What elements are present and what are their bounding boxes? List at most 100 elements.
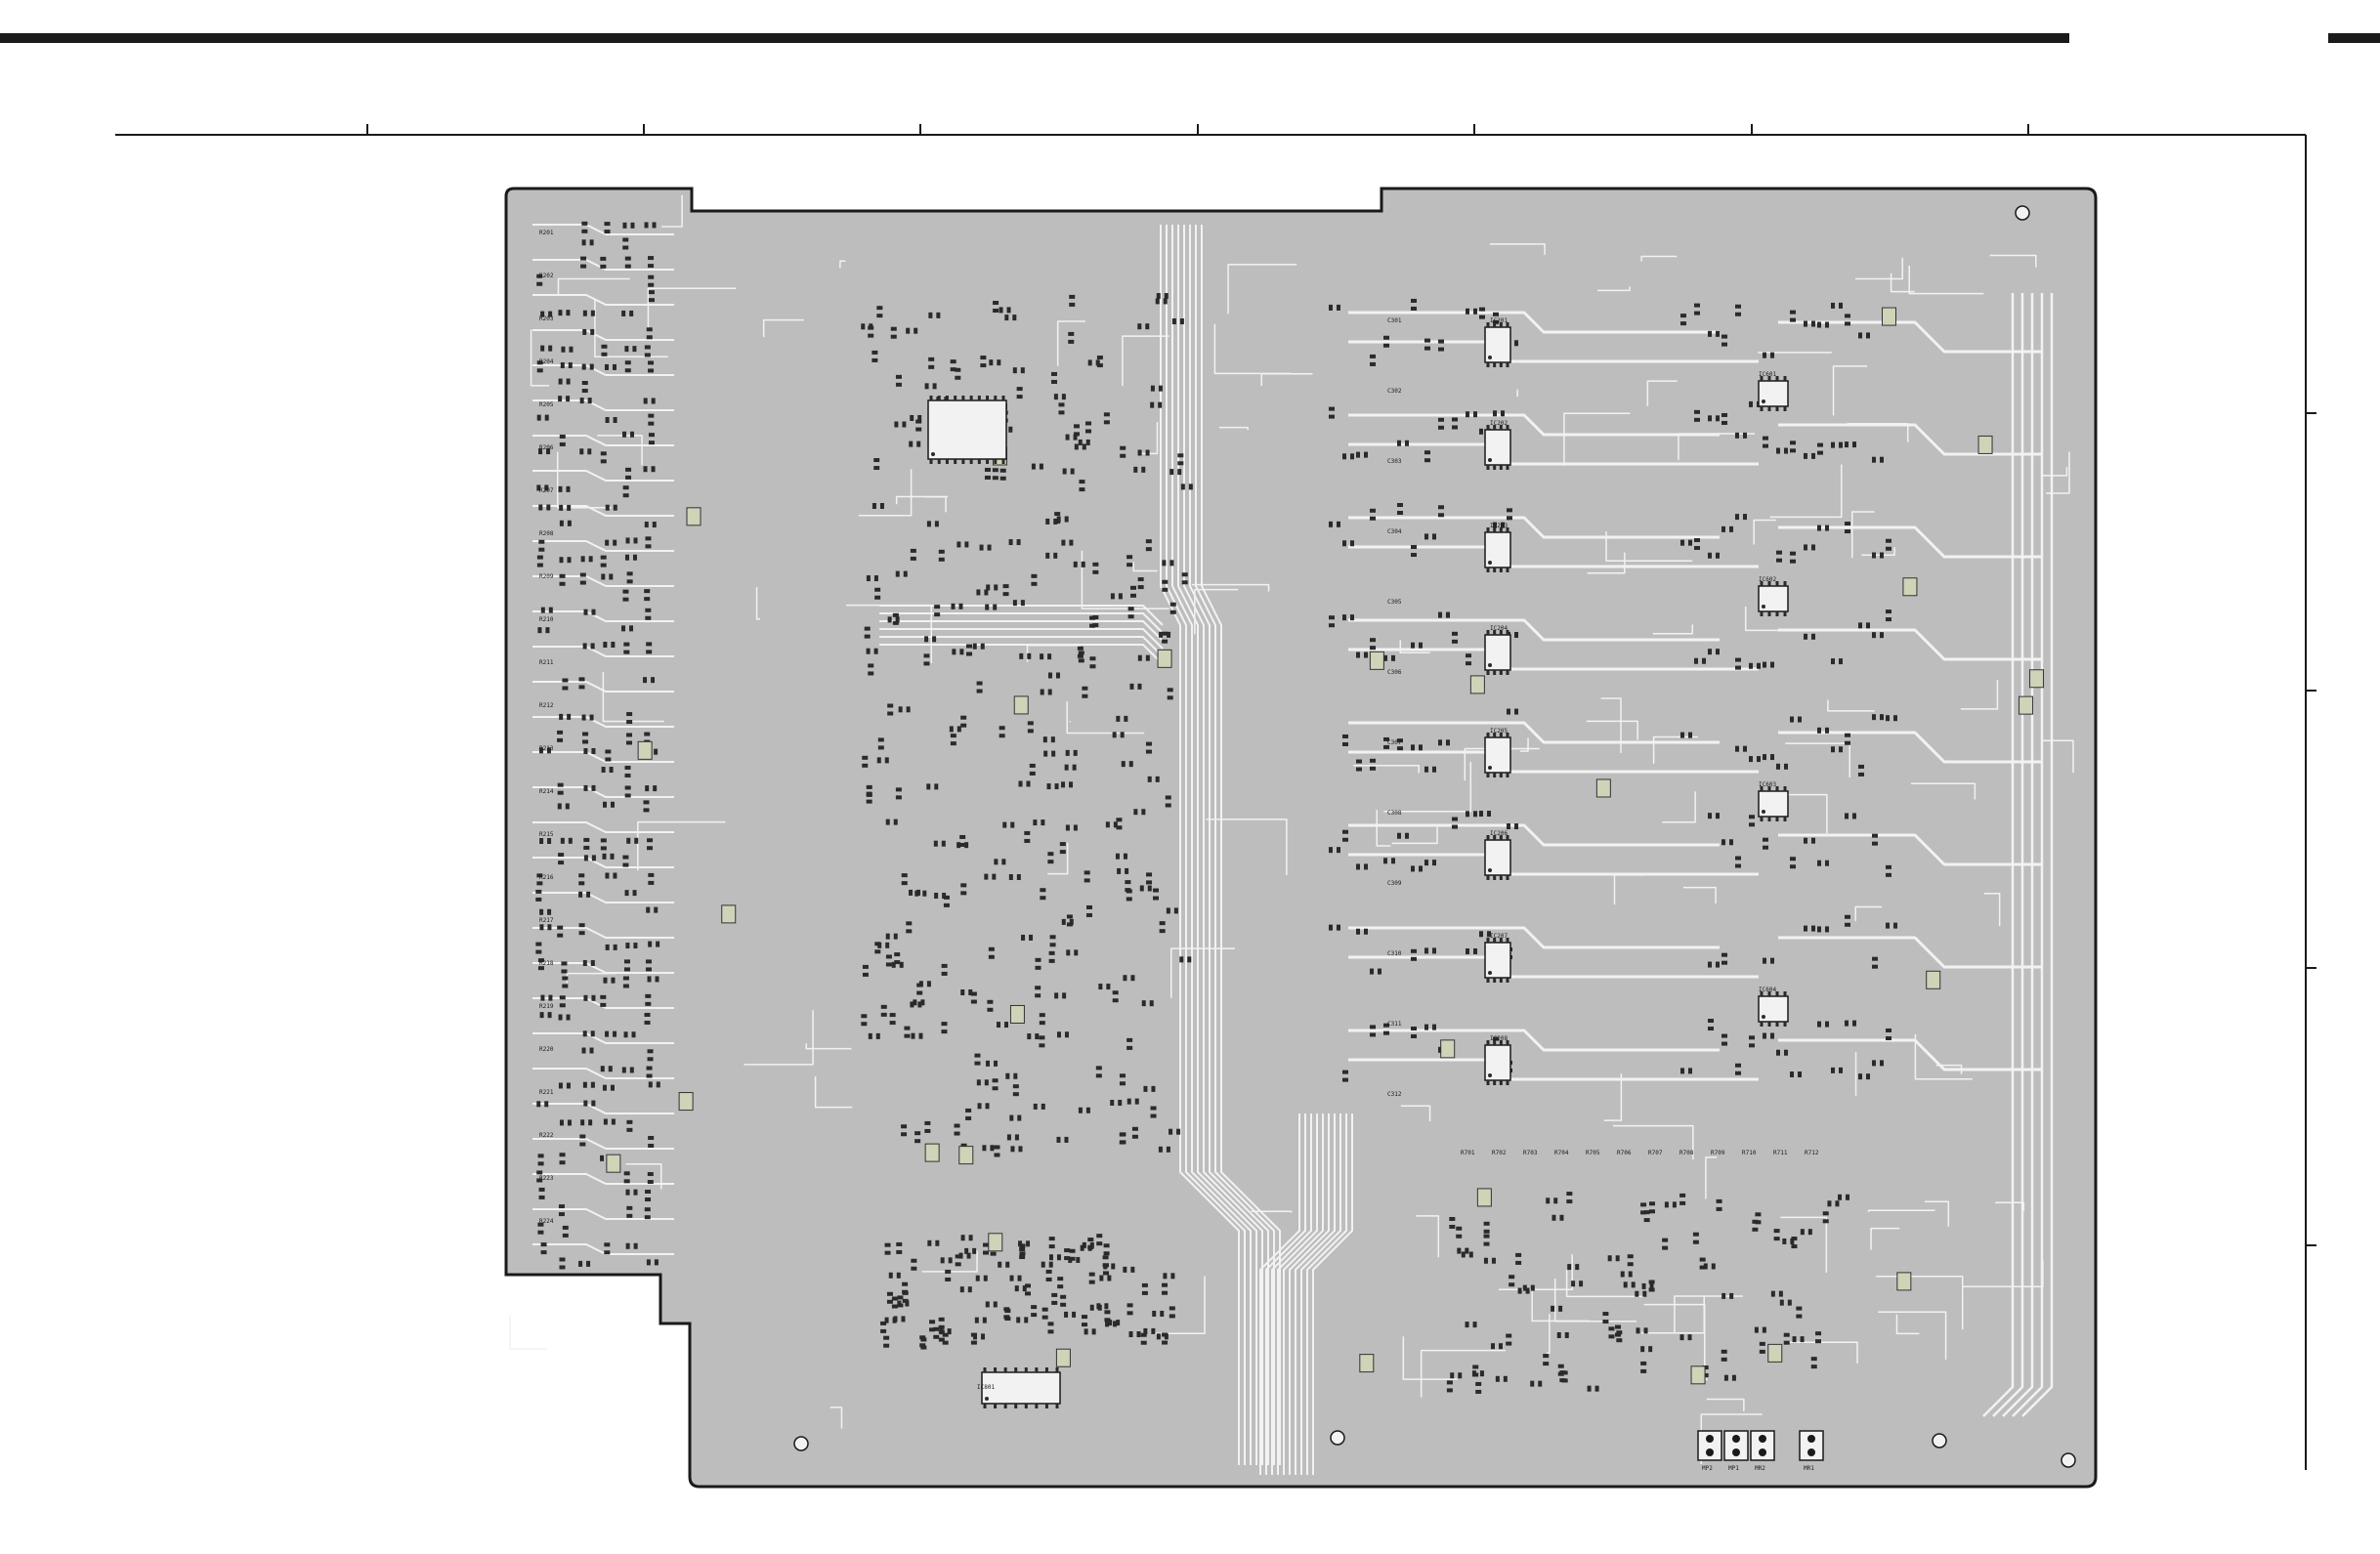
silkscreen-label: R221 <box>539 1089 554 1096</box>
ic-package <box>1485 938 1510 983</box>
transistor-footprint <box>989 1234 1002 1251</box>
frame-right-ticks <box>2306 413 2316 1245</box>
silkscreen-label: C308 <box>1387 810 1402 817</box>
silkscreen-label: MP2 <box>1702 1465 1713 1472</box>
silkscreen-label: IC601 <box>1759 371 1776 378</box>
silkscreen-label: C310 <box>1387 950 1402 957</box>
transistor-footprint <box>687 508 701 525</box>
transistor-footprint <box>1014 696 1028 714</box>
mounting-hole <box>2061 1453 2075 1467</box>
silkscreen-label: MP1 <box>1728 1465 1739 1472</box>
silkscreen-label: R705 <box>1586 1150 1600 1156</box>
transistor-footprint <box>638 741 652 759</box>
silkscreen-label: R707 <box>1648 1150 1663 1156</box>
ic-package <box>1485 1040 1510 1085</box>
silkscreen-label: R214 <box>539 788 554 795</box>
ic-package <box>928 396 1006 464</box>
ic-package <box>1485 630 1510 675</box>
silkscreen-label: R216 <box>539 874 554 881</box>
silkscreen-label: R218 <box>539 960 554 967</box>
transistor-footprint <box>2019 696 2033 714</box>
transistor-footprint <box>1158 650 1171 667</box>
silkscreen-label: IC202 <box>1490 420 1508 427</box>
transistor-footprint <box>1897 1273 1911 1290</box>
silkscreen-label: MR2 <box>1755 1465 1765 1472</box>
mounting-hole <box>1331 1431 1344 1445</box>
silkscreen-label: C306 <box>1387 669 1402 676</box>
ic-package <box>1485 425 1510 470</box>
transistor-footprint <box>1470 676 1484 693</box>
silkscreen-label: C307 <box>1387 739 1402 746</box>
silkscreen-label: IC602 <box>1759 576 1776 583</box>
silkscreen-label: R217 <box>539 917 554 924</box>
ic-package <box>1759 376 1788 411</box>
silkscreen-label: R712 <box>1805 1150 1819 1156</box>
silkscreen-label: R703 <box>1523 1150 1538 1156</box>
transistor-footprint <box>1978 436 1992 453</box>
silkscreen-label: R203 <box>539 315 554 322</box>
silkscreen-label: R207 <box>539 487 554 494</box>
silkscreen-label: R206 <box>539 444 554 451</box>
transistor-footprint <box>1010 1005 1024 1023</box>
transistor-footprint <box>1927 971 1940 988</box>
silkscreen-label: C305 <box>1387 599 1402 606</box>
silkscreen-label: MR1 <box>1804 1465 1814 1472</box>
frame-top-ticks <box>367 124 2028 135</box>
silkscreen-label: R710 <box>1742 1150 1757 1156</box>
silkscreen-label: C312 <box>1387 1091 1402 1098</box>
transistor-footprint <box>1441 1040 1455 1058</box>
connector-footprint <box>1698 1431 1721 1460</box>
silkscreen-label: R701 <box>1461 1150 1475 1156</box>
mounting-hole <box>1933 1434 1946 1448</box>
transistor-footprint <box>2030 670 2044 688</box>
silkscreen-label: R210 <box>539 616 554 623</box>
silkscreen-label: R219 <box>539 1003 554 1010</box>
silkscreen-label: IC206 <box>1490 830 1508 837</box>
transistor-footprint <box>1691 1366 1705 1384</box>
silkscreen-label: R205 <box>539 401 554 408</box>
silkscreen-label: IC801 <box>977 1384 995 1391</box>
top-rule-right <box>2328 33 2380 43</box>
ic-package <box>1485 733 1510 777</box>
silkscreen-label: R223 <box>539 1175 554 1182</box>
silkscreen-label: R213 <box>539 745 554 752</box>
ic-package <box>1759 786 1788 821</box>
silkscreen-label: IC205 <box>1490 728 1508 735</box>
top-rule <box>0 33 2069 43</box>
copper-trace <box>510 1315 547 1349</box>
transistor-footprint <box>1360 1355 1374 1372</box>
silkscreen-label: R708 <box>1679 1150 1694 1156</box>
silkscreen-label: IC204 <box>1490 625 1508 632</box>
silkscreen-label: R208 <box>539 530 554 537</box>
silkscreen-label: R702 <box>1492 1150 1507 1156</box>
transistor-footprint <box>679 1093 693 1111</box>
transistor-footprint <box>1903 578 1917 596</box>
transistor-footprint <box>1883 308 1896 325</box>
mounting-hole <box>2016 206 2029 220</box>
transistor-footprint <box>1056 1349 1070 1366</box>
transistor-footprint <box>925 1144 939 1161</box>
silkscreen-label: C304 <box>1387 528 1402 535</box>
silkscreen-label: R211 <box>539 659 554 666</box>
silkscreen-label: C311 <box>1387 1021 1402 1028</box>
silkscreen-label: C303 <box>1387 458 1402 465</box>
silkscreen-label: C301 <box>1387 317 1402 324</box>
connector-footprint <box>1751 1431 1774 1460</box>
silkscreen-label: R704 <box>1554 1150 1569 1156</box>
connector-footprint <box>1724 1431 1748 1460</box>
silkscreen-label: IC604 <box>1759 987 1776 993</box>
silkscreen-label: R215 <box>539 831 554 838</box>
transistor-footprint <box>1768 1344 1782 1362</box>
transistor-footprint <box>1477 1189 1491 1206</box>
silkscreen-label: R706 <box>1617 1150 1632 1156</box>
silkscreen-label: R709 <box>1711 1150 1725 1156</box>
transistor-footprint <box>607 1155 620 1172</box>
silkscreen-label: IC603 <box>1759 781 1776 788</box>
silkscreen-label: R222 <box>539 1132 554 1139</box>
silkscreen-label: IC208 <box>1490 1035 1508 1042</box>
silkscreen-label: IC203 <box>1490 523 1508 529</box>
transistor-footprint <box>722 905 736 923</box>
transistor-footprint <box>1370 651 1383 669</box>
ic-package <box>1485 835 1510 880</box>
